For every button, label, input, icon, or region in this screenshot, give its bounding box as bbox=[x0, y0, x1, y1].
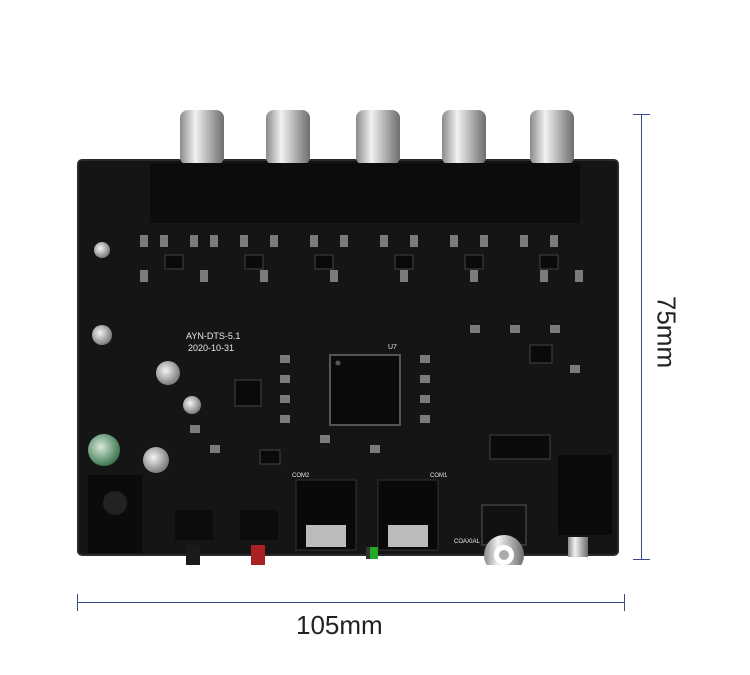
width-dimension-label: 105mm bbox=[296, 610, 383, 640]
chip-label: U7 bbox=[388, 344, 397, 351]
jack-2 bbox=[240, 510, 278, 567]
width-dimension-tick-left bbox=[77, 594, 78, 611]
jack-1 bbox=[175, 510, 213, 567]
capacitor bbox=[92, 325, 112, 345]
optical-label-2: COM1 bbox=[430, 473, 448, 479]
height-dimension-line bbox=[641, 114, 642, 560]
main-dsp-chip: U7 bbox=[329, 344, 401, 426]
capacitor bbox=[143, 447, 169, 473]
height-dimension-tick-top bbox=[633, 114, 650, 115]
width-dimension-line bbox=[77, 602, 625, 603]
height-dimension-tick-bottom bbox=[633, 559, 650, 560]
board-model-label: AYN-DTS-5.1 bbox=[186, 331, 240, 341]
optical-label-1: COM2 bbox=[292, 473, 310, 479]
right-jack bbox=[558, 455, 612, 535]
board-date-label: 2020-10-31 bbox=[188, 343, 234, 353]
height-dimension-label: 75mm bbox=[651, 295, 682, 369]
width-dimension-tick-right bbox=[624, 594, 625, 611]
rca-jacks-top bbox=[150, 110, 580, 223]
capacitor bbox=[156, 361, 180, 385]
capacitor bbox=[94, 242, 110, 258]
coaxial-label: COAXIAL bbox=[454, 539, 481, 545]
capacitor-green bbox=[88, 434, 120, 466]
capacitor bbox=[183, 396, 201, 414]
optical-port-2 bbox=[370, 479, 439, 559]
audio-decoder-pcb: U7 AYN-DTS-5.1 2020-10-31 COM2 COM1 COAX… bbox=[70, 105, 630, 575]
coaxial-rca bbox=[481, 504, 527, 575]
optical-port-1 bbox=[295, 479, 374, 559]
